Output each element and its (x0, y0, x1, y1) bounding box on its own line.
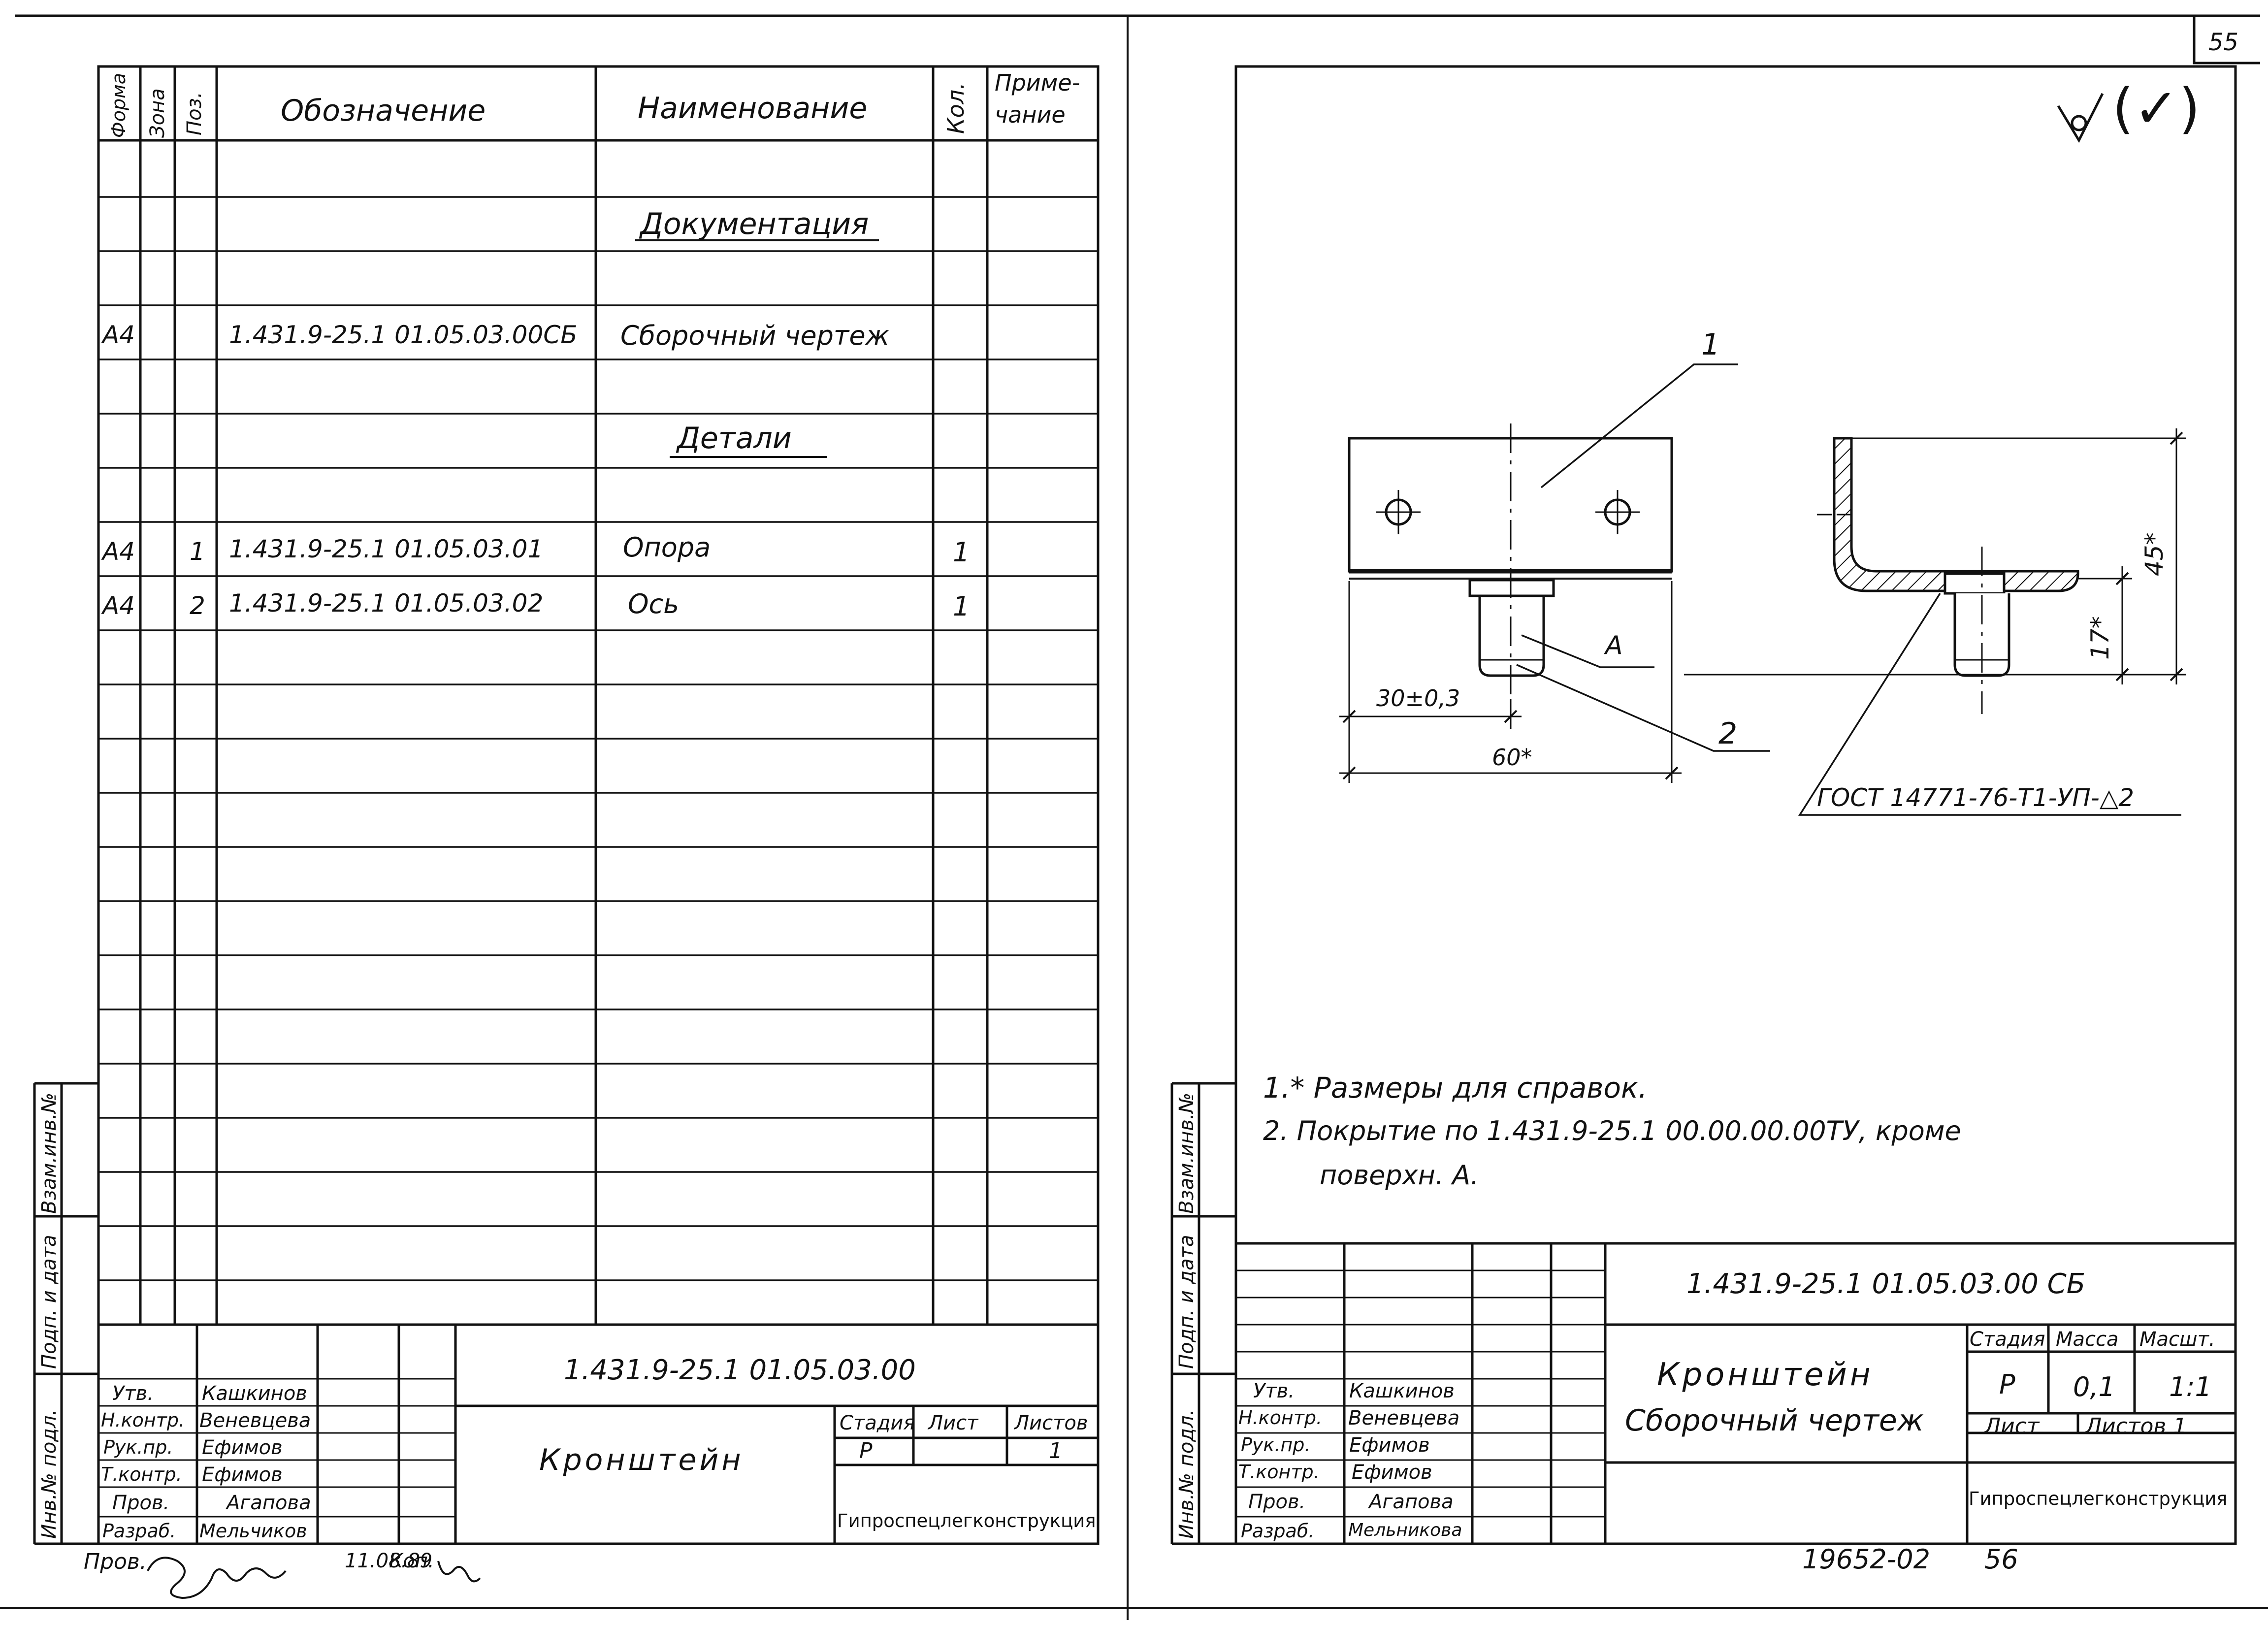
left-side-inv-podl: Инв.№ подл. (38, 1409, 61, 1539)
roughness-symbol (2057, 93, 2104, 143)
left-role-5: Пров. (112, 1492, 170, 1514)
right-mass-label: Масса (2056, 1328, 2119, 1351)
right-side-inv-podl: Инв.№ подл. (1175, 1409, 1198, 1539)
right-stage-label: Стадия (1970, 1328, 2045, 1351)
header-forma: Форма (108, 72, 130, 138)
left-stage-label: Стадия (840, 1412, 915, 1434)
header-note-2: чание (995, 101, 1066, 128)
left-role-4: Т.контр. (101, 1463, 182, 1485)
row-3-poz: 2 (190, 591, 205, 620)
right-person-6: Мельникова (1348, 1520, 1462, 1540)
row-3-forma: А4 (102, 591, 135, 620)
header-qty: Кол. (942, 82, 969, 134)
right-side-podp-data: Подп. и дата (1175, 1235, 1198, 1369)
right-person-2: Веневцева (1348, 1407, 1460, 1430)
row-1-name: Сборочный чертеж (620, 320, 890, 351)
note-3: поверхн. А. (1320, 1160, 1479, 1191)
right-org: Гипроспецлегконструкция (1969, 1488, 2228, 1509)
footer-prov: Пров. (84, 1549, 147, 1574)
front-view (1339, 363, 1770, 783)
dim-30: 30±0,3 (1376, 685, 1460, 712)
note-1: 1.* Размеры для справок. (1263, 1071, 1648, 1105)
dim-45: 45* (2140, 532, 2169, 576)
left-stage: Р (859, 1438, 873, 1463)
weld-note: ГОСТ 14771-76-Т1-УП-△2 (1817, 783, 2135, 812)
row-2-designation: 1.431.9-25.1 01.05.03.01 (229, 535, 544, 563)
right-role-4: Т.контр. (1238, 1461, 1320, 1483)
left-person-5: Агапова (227, 1492, 311, 1514)
left-code: 1.431.9-25.1 01.05.03.00 (564, 1354, 916, 1386)
left-sheets-label: Листов (1014, 1412, 1088, 1434)
header-designation: Обозначение (281, 94, 486, 128)
section-documentation: Документация (640, 207, 869, 241)
right-role-6: Разраб. (1241, 1520, 1315, 1542)
left-person-4: Ефимов (202, 1463, 283, 1486)
side-view (1684, 428, 2186, 816)
right-person-3: Ефимов (1349, 1434, 1430, 1457)
right-sheet-label: Лист (1984, 1414, 2040, 1439)
signature (147, 1557, 287, 1599)
header-zona: Зона (146, 88, 169, 138)
right-role-2: Н.контр. (1238, 1407, 1323, 1429)
row-2-poz: 1 (190, 537, 205, 566)
header-note-1: Приме- (995, 69, 1080, 96)
left-title: Кронштейн (539, 1443, 744, 1477)
section-details: Детали (677, 421, 792, 455)
right-scale: 1:1 (2169, 1371, 2212, 1402)
row-1-designation: 1.431.9-25.1 01.05.03.00СБ (229, 321, 578, 349)
header-poz: Поз. (183, 92, 206, 135)
right-role-1: Утв. (1253, 1380, 1295, 1402)
right-mass: 0,1 (2073, 1371, 2115, 1402)
right-scale-label: Масшт. (2139, 1328, 2215, 1351)
callout-part-1: 1 (1701, 327, 1720, 362)
right-stage: Р (1999, 1369, 2015, 1400)
roughness-value: (✓) (2112, 77, 2200, 140)
left-role-2: Н.контр. (101, 1409, 185, 1431)
row-2-qty: 1 (953, 537, 970, 568)
row-3-name: Ось (628, 588, 680, 619)
right-role-3: Рук.пр. (1241, 1434, 1311, 1456)
page-number: 55 (2208, 29, 2239, 56)
right-title-1: Кронштейн (1657, 1357, 1874, 1393)
dim-60: 60* (1492, 744, 1532, 771)
note-2: 2. Покрытие по 1.431.9-25.1 00.00.00.00Т… (1263, 1115, 1961, 1146)
left-side-podp-data: Подп. и дата (38, 1235, 61, 1369)
right-person-4: Ефимов (1352, 1461, 1432, 1484)
callout-part-2: 2 (1718, 716, 1738, 751)
right-person-1: Кашкинов (1349, 1380, 1455, 1402)
next-page-number: 56 (1984, 1544, 2018, 1575)
kop-signature (437, 1560, 481, 1583)
left-sheets: 1 (1049, 1438, 1063, 1463)
left-person-3: Ефимов (202, 1436, 283, 1459)
row-2-name: Опора (623, 532, 711, 563)
footer-kop: Коп. (389, 1550, 434, 1572)
row-3-designation: 1.431.9-25.1 01.05.03.02 (229, 589, 544, 618)
left-person-1: Кашкинов (202, 1382, 307, 1405)
left-person-2: Веневцева (199, 1409, 311, 1432)
left-side-vzam-inv: Взам.инв.№ (38, 1092, 61, 1214)
callout-surface-a: А (1605, 631, 1623, 660)
archive-number: 19652-02 (1802, 1544, 1930, 1575)
right-code: 1.431.9-25.1 01.05.03.00 СБ (1686, 1268, 2086, 1300)
left-role-3: Рук.пр. (103, 1436, 173, 1458)
right-title-2: Сборочный чертеж (1625, 1403, 1924, 1438)
row-2-forma: А4 (102, 537, 135, 566)
right-person-5: Агапова (1369, 1491, 1454, 1513)
footer-date: 11.08.89 (345, 1550, 433, 1572)
left-role-6: Разраб. (102, 1520, 176, 1542)
left-role-1: Утв. (112, 1382, 154, 1405)
right-sheets-label: Листов 1 (2085, 1414, 2187, 1439)
right-side-vzam-inv: Взам.инв.№ (1175, 1092, 1198, 1214)
row-3-qty: 1 (953, 591, 970, 622)
row-1-forma: А4 (102, 321, 135, 349)
left-person-6: Мельчиков (199, 1520, 307, 1542)
right-role-5: Пров. (1248, 1491, 1306, 1513)
left-sheet-label: Лист (928, 1412, 978, 1434)
header-name: Наименование (638, 91, 868, 126)
left-org: Гипроспецлегконструкция (837, 1510, 1096, 1531)
dim-17: 17* (2086, 616, 2114, 660)
